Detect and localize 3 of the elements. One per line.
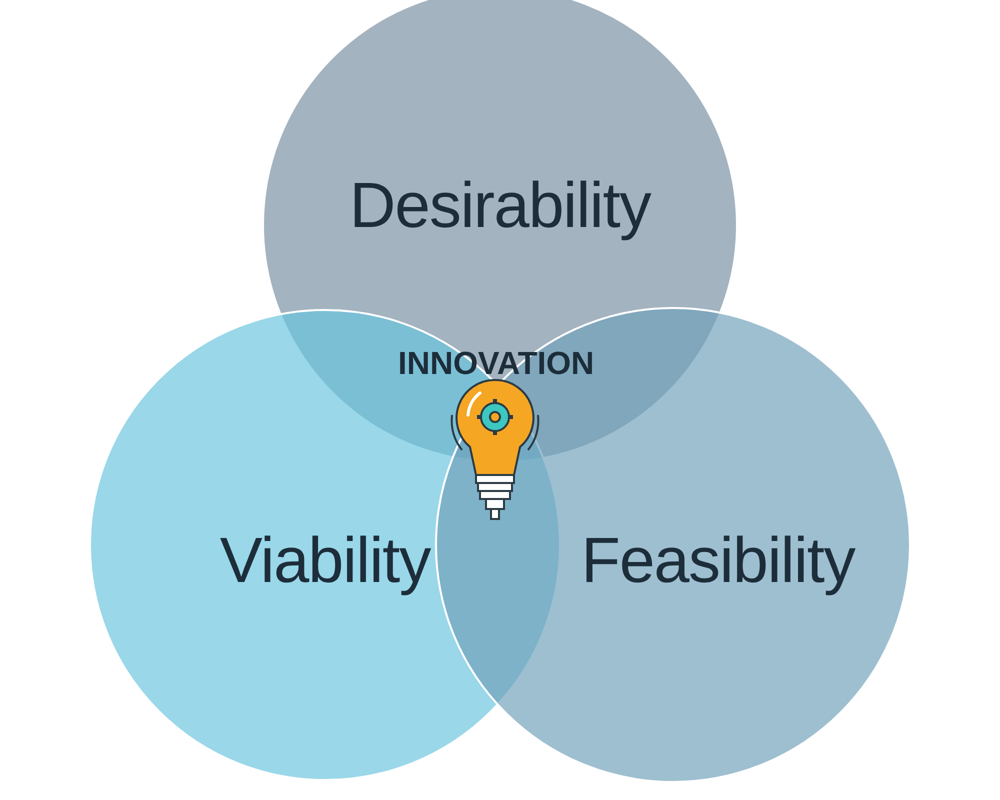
circle-label: Feasibility — [581, 523, 855, 597]
circle-label: Viability — [220, 523, 430, 597]
circle-label: Desirability — [350, 168, 650, 242]
